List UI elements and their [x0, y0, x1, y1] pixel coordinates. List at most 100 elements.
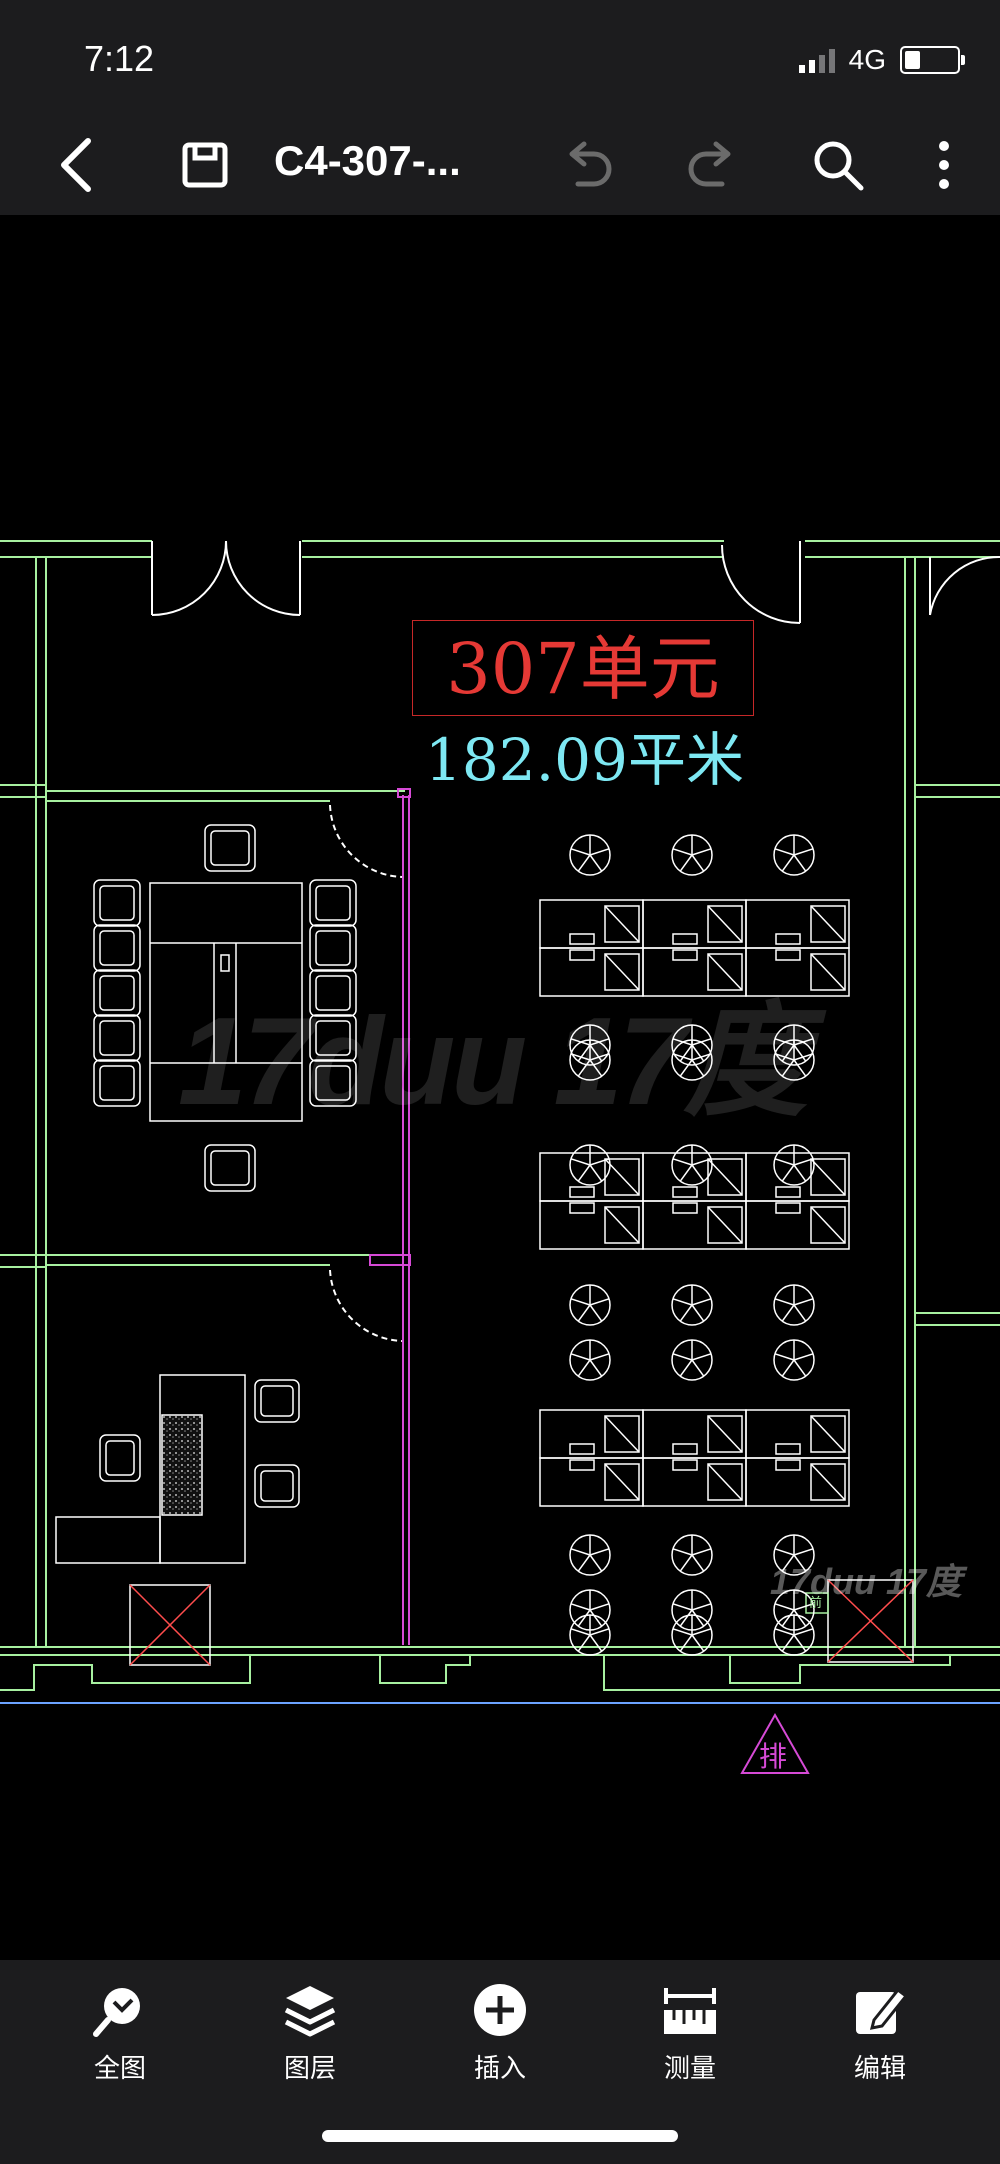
swivel-chair-leg	[589, 1359, 603, 1377]
status-time: 7:12	[84, 38, 155, 79]
workstation-cabinet-diagonal	[707, 953, 743, 991]
search-icon[interactable]	[798, 125, 878, 205]
swivel-chair-leg	[793, 1304, 807, 1322]
swivel-chair-leg	[589, 1298, 610, 1306]
chair-seat	[260, 1385, 294, 1417]
workstation-desk	[745, 899, 850, 949]
cad-canvas[interactable]: 307单元 182.09平米 17duu 17度 17duu 17度 排 前	[0, 215, 1000, 1960]
workstation-cabinet-diagonal	[604, 905, 640, 943]
workstation-cabinet-diagonal	[707, 905, 743, 943]
swivel-chair-leg	[679, 1609, 693, 1627]
nav-label: 全图	[93, 2054, 146, 2084]
chair	[254, 1379, 300, 1423]
swivel-chair-leg	[691, 1554, 705, 1572]
swivel-chair-leg	[793, 1548, 814, 1556]
nav-label: 插入	[473, 2054, 526, 2084]
swivel-chair-leg	[679, 1059, 693, 1077]
swivel-chair-leg	[793, 1158, 814, 1166]
chair-seat	[99, 975, 135, 1011]
workstation-desk	[642, 1152, 747, 1202]
swivel-chair-leg	[793, 1298, 814, 1306]
nav-label: 测量	[663, 2054, 716, 2084]
keyboard	[672, 1186, 698, 1198]
swivel-chair-leg	[774, 1053, 795, 1061]
nav-measure[interactable]: 测量	[620, 1982, 760, 2085]
workstation-cabinet-diagonal	[604, 953, 640, 991]
keyboard	[672, 933, 698, 945]
swivel-chair-leg	[679, 1164, 693, 1182]
swivel-chair-leg	[589, 854, 603, 872]
keyboard	[569, 933, 595, 945]
nav-edit[interactable]: 编辑	[810, 1982, 950, 2085]
redo-icon[interactable]	[672, 125, 752, 205]
chair	[93, 969, 141, 1017]
workstation-cabinet	[707, 1206, 743, 1244]
swivel-chair-leg	[589, 1353, 610, 1361]
swivel-chair-leg	[691, 1548, 712, 1556]
chair	[309, 879, 357, 927]
workstation-cabinet	[707, 1158, 743, 1196]
nav-label: 图层	[283, 2054, 336, 2084]
undo-icon[interactable]	[548, 125, 628, 205]
swivel-chair-leg	[589, 1059, 603, 1077]
swivel-chair-leg	[781, 1359, 795, 1377]
document-title[interactable]: C4-307-...	[274, 137, 461, 184]
keyboard	[569, 1443, 595, 1455]
swivel-chair-leg	[691, 1053, 712, 1061]
exhaust-marker: 排	[759, 1740, 788, 1773]
swivel-chair-leg	[577, 1634, 591, 1652]
swivel-chair-leg	[589, 1053, 610, 1061]
more-icon[interactable]	[904, 125, 984, 205]
keyboard	[672, 1459, 698, 1471]
workstation-cabinet-diagonal	[604, 1206, 640, 1244]
swivel-chair-leg	[589, 1164, 603, 1182]
swivel-chair-leg	[672, 1548, 693, 1556]
chair	[309, 1059, 357, 1107]
keyboard	[775, 1186, 801, 1198]
workstation-cabinet-diagonal	[810, 1206, 846, 1244]
swivel-chair-leg	[570, 1353, 591, 1361]
workstation-cabinet	[604, 953, 640, 991]
keyboard	[775, 1459, 801, 1471]
keyboard	[672, 949, 698, 961]
chair-seat	[210, 1150, 250, 1186]
workstation-desk	[642, 1457, 747, 1507]
chair	[254, 1464, 300, 1508]
nav-insert[interactable]: 插入	[430, 1982, 570, 2085]
insert-plus-icon	[474, 1984, 526, 2036]
workstation-desk	[539, 1409, 644, 1459]
workstation-cabinet	[810, 1158, 846, 1196]
keyboard	[775, 949, 801, 961]
keyboard	[569, 949, 595, 961]
status-indicators: 4G	[798, 44, 965, 76]
swivel-chair-leg	[589, 1554, 603, 1572]
workstation-cabinet-diagonal	[604, 1158, 640, 1196]
swivel-chair-leg	[570, 1548, 591, 1556]
workstation-cabinet	[707, 905, 743, 943]
swivel-chair-leg	[793, 1628, 814, 1636]
swivel-chair-leg	[577, 1304, 591, 1322]
nav-fit-view[interactable]: 全图	[50, 1982, 190, 2085]
swivel-chair-leg	[577, 1044, 591, 1062]
keyboard	[775, 1202, 801, 1214]
chair-seat	[99, 1065, 135, 1101]
swivel-chair-leg	[589, 1628, 610, 1636]
swivel-chair-leg	[691, 848, 712, 856]
chair	[99, 1434, 141, 1482]
swivel-chair-leg	[577, 1059, 591, 1077]
save-icon[interactable]	[165, 125, 245, 205]
back-icon[interactable]	[36, 125, 116, 205]
workstation-cabinet-diagonal	[604, 1463, 640, 1501]
swivel-chair-leg	[793, 854, 807, 872]
swivel-chair-leg	[672, 1053, 693, 1061]
workstation-cabinet	[604, 905, 640, 943]
swivel-chair-leg	[781, 1609, 795, 1627]
swivel-chair-leg	[589, 848, 610, 856]
workstation-cabinet-diagonal	[810, 1463, 846, 1501]
chair	[93, 924, 141, 972]
swivel-chair-leg	[781, 854, 795, 872]
workstation-desk	[642, 899, 747, 949]
chair-seat	[315, 1020, 351, 1056]
swivel-chair-leg	[691, 1359, 705, 1377]
nav-layers[interactable]: 图层	[240, 1982, 380, 2085]
